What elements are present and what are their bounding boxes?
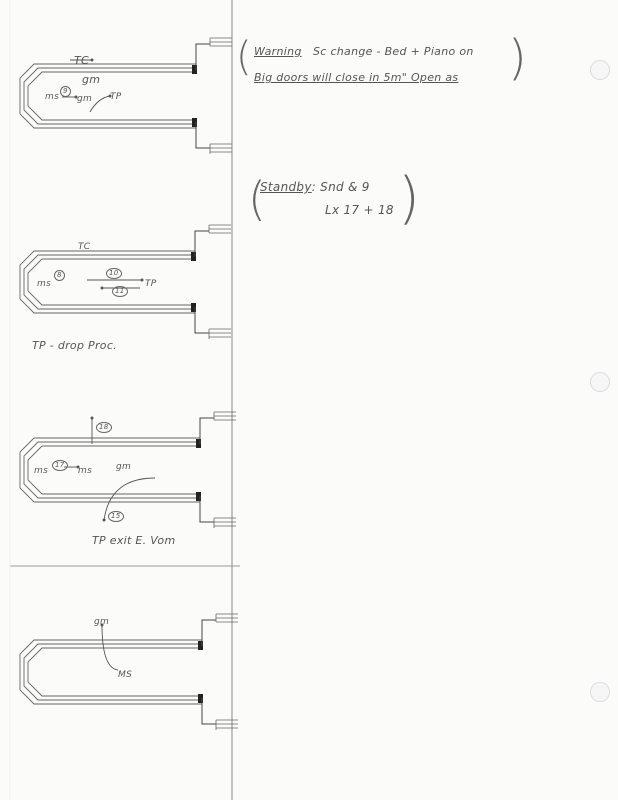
door-marker	[192, 65, 197, 74]
binder-hole	[590, 60, 610, 80]
stage-outline	[23, 643, 202, 701]
stage-outline	[27, 647, 202, 697]
stage-outline	[27, 71, 196, 121]
warning-note-line2: Big doors will close in 5m" Open as	[254, 71, 459, 84]
label-gm: gm	[116, 462, 132, 472]
arrow-head-icon	[90, 58, 94, 62]
arrow-ms-to-gm	[101, 624, 119, 671]
arrow-head-icon	[140, 278, 144, 282]
stage-outline	[19, 63, 196, 129]
door-marker	[196, 439, 201, 448]
door-marker	[191, 252, 196, 261]
binder-hole	[590, 682, 610, 702]
label-ms: ms	[34, 466, 49, 476]
door-marker	[198, 641, 203, 650]
cue-number: 11	[112, 286, 128, 297]
door-marker	[198, 694, 203, 703]
wing-wall	[194, 230, 209, 257]
standby-note-line1: Standby: Snd & 9	[260, 180, 370, 194]
cue-number: 10	[106, 268, 122, 279]
label-tc: TC	[78, 242, 91, 252]
arrow-head-icon	[100, 623, 104, 627]
cue-number: 15	[108, 511, 124, 522]
arrow-head-icon	[76, 465, 80, 469]
door-marker	[192, 118, 197, 127]
wing-wall	[195, 43, 210, 70]
stage-outline	[19, 437, 200, 503]
label-gm: gm	[82, 73, 101, 86]
cue-number: 8	[54, 270, 65, 281]
label-tp: TP	[145, 279, 157, 289]
arrow-head-icon	[108, 94, 112, 98]
arrow-tp	[89, 95, 111, 113]
arrow-down	[103, 477, 156, 521]
stage-outline	[19, 639, 202, 705]
stage-outline	[19, 250, 195, 314]
label-ms: MS	[118, 670, 133, 680]
wing-wall	[194, 307, 209, 334]
wing-wall	[199, 496, 214, 523]
arrow-head-icon	[102, 518, 106, 522]
stage-outline	[23, 67, 196, 125]
diagram-caption: TP - drop Proc.	[32, 339, 117, 352]
door-marker	[191, 303, 196, 312]
wing-wall	[201, 698, 216, 725]
arrow-head-icon	[100, 286, 104, 290]
stage-outline	[27, 258, 195, 306]
wing-wall	[201, 619, 216, 646]
standby-note-line2: Lx 17 + 18	[325, 203, 394, 217]
arrow-head-icon	[74, 95, 78, 99]
stage-outline	[27, 445, 200, 495]
diagram-caption: TP exit E. Vom	[92, 534, 176, 547]
label-gm: gm	[94, 617, 110, 627]
stage-outline	[23, 441, 200, 499]
label-ms: ms	[45, 92, 60, 102]
label-tc: TC	[74, 54, 89, 67]
label-gm: gm	[77, 94, 93, 104]
wing-wall	[199, 417, 214, 444]
arrow-head-icon	[90, 416, 94, 420]
cue-number: 17	[52, 460, 68, 471]
stage-outline	[23, 254, 195, 310]
binder-hole	[590, 372, 610, 392]
cue-number: 18	[96, 422, 112, 433]
wing-wall	[195, 122, 210, 149]
label-ms: ms	[37, 279, 52, 289]
door-marker	[196, 492, 201, 501]
label-tp: TP	[110, 92, 122, 102]
warning-note-line1: Warning Sc change - Bed + Piano on	[254, 45, 474, 58]
cue-number: 9	[60, 86, 71, 97]
label-ms: ms	[78, 466, 93, 476]
